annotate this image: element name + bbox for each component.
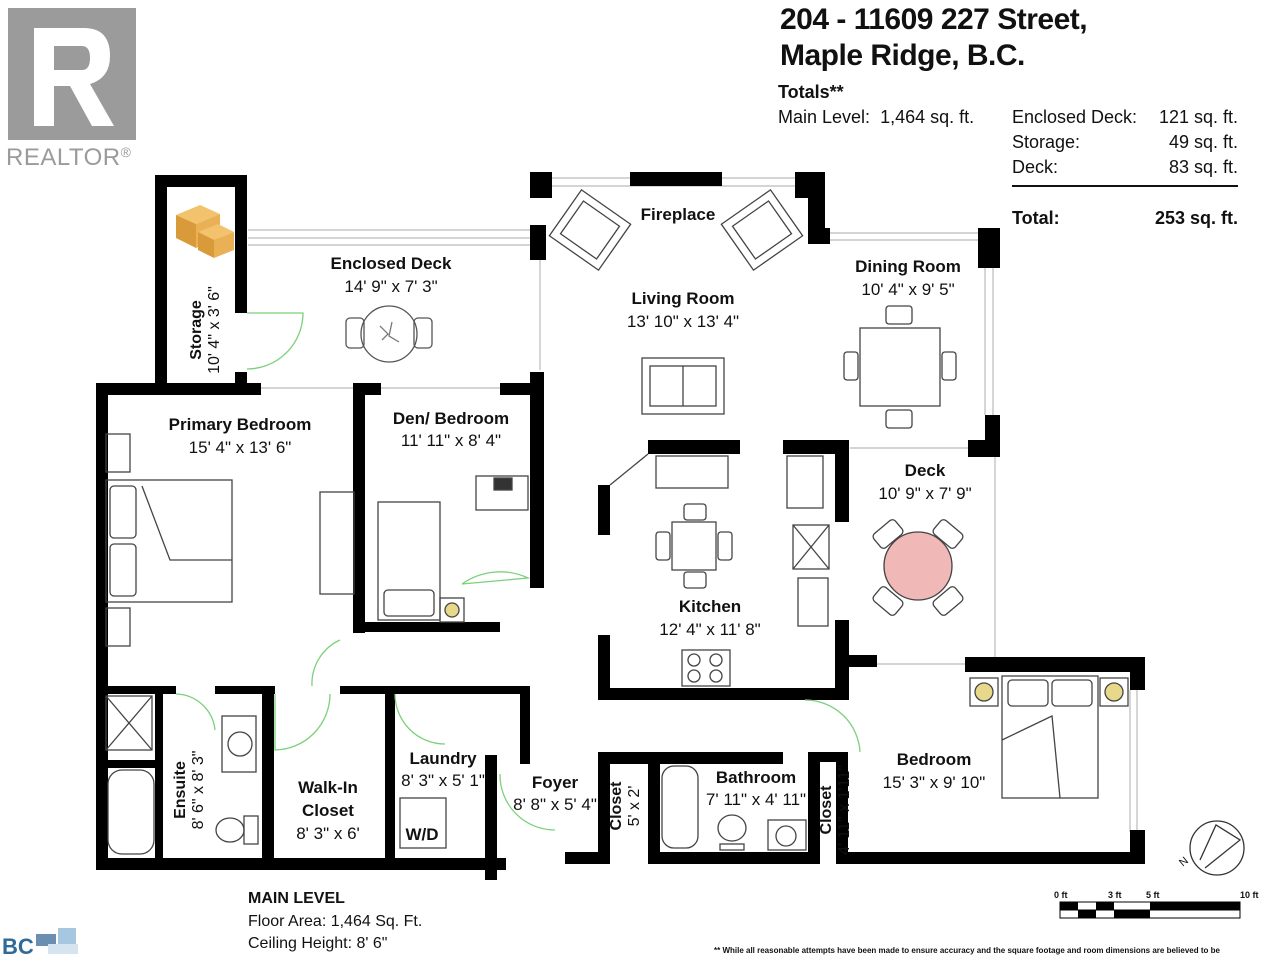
compass-icon	[1189, 820, 1245, 876]
room-bathroom-dim: 7' 11" x 4' 11"	[705, 790, 807, 809]
room-enclosed-deck-name: Enclosed Deck	[330, 254, 452, 273]
washer-dryer-icon	[399, 797, 447, 849]
address-line-1: 204 - 11609 227 Street,	[780, 3, 1088, 36]
realtor-logo-text: REALTOR	[6, 144, 121, 171]
scale-bar	[1059, 901, 1241, 919]
room-foyer-name: Foyer	[531, 773, 579, 792]
room-dining-name: Dining Room	[855, 257, 961, 276]
deck-table-icon	[345, 305, 433, 363]
walls	[96, 172, 1145, 880]
bathroom-fixtures-icon	[661, 765, 807, 851]
bed-icon	[105, 433, 355, 647]
room-living-name: Living Room	[631, 289, 735, 308]
scale-label-10: 10 ft	[1240, 890, 1259, 900]
bedroom-bed-icon	[969, 675, 1129, 799]
room-kitchen-dim: 12' 4" x 11' 8"	[659, 620, 761, 639]
room-walkin-name: Walk-In	[298, 778, 358, 797]
scale-label-5: 5 ft	[1146, 890, 1160, 900]
footer-ceiling-height: Ceiling Height: 8' 6"	[248, 935, 388, 952]
room-laundry-dim: 8' 3" x 5' 1"	[401, 771, 485, 790]
disclaimer: ** While all reasonable attempts have be…	[714, 946, 1220, 955]
scale-label-3: 3 ft	[1108, 890, 1122, 900]
main-level-label: Main Level:	[778, 107, 871, 127]
room-foyer-dim: 8' 8" x 5' 4"	[513, 795, 597, 814]
room-den-dim: 11' 11" x 8' 4"	[400, 431, 502, 450]
ensuite-fixtures-icon	[105, 695, 259, 855]
room-den-name: Den/ Bedroom	[392, 409, 510, 428]
room-kitchen-name: Kitchen	[678, 597, 742, 616]
room-bathroom-name: Bathroom	[715, 768, 797, 787]
area-row-enclosed-deck: Enclosed Deck:121 sq. ft.	[1012, 107, 1238, 127]
room-deck-name: Deck	[904, 461, 946, 480]
address-block: 204 - 11609 227 Street, Maple Ridge, B.C…	[780, 2, 1088, 74]
main-level-total: Main Level: 1,464 sq. ft.	[778, 107, 974, 128]
scale-label-0: 0 ft	[1054, 890, 1068, 900]
room-storage: Storage 10' 4" x 3' 6"	[188, 286, 223, 374]
patio-table-icon	[872, 519, 964, 616]
storage-boxes-icon	[176, 205, 234, 258]
washer-dryer-label: W/D	[405, 825, 439, 844]
room-bedroom-name: Bedroom	[896, 750, 972, 769]
area-row-total: Total:253 sq. ft.	[1012, 208, 1238, 228]
room-ensuite: Ensuite 8' 6" x 8' 3"	[172, 750, 207, 830]
footer-title: MAIN LEVEL	[248, 890, 345, 907]
window-lines	[248, 177, 1138, 832]
sofa-icon	[641, 357, 725, 415]
doors	[175, 312, 861, 831]
totals-divider	[1012, 185, 1238, 187]
kitchen-table-icon	[609, 453, 830, 687]
bc-logo-icon	[36, 928, 78, 954]
room-laundry-name: Laundry	[409, 749, 477, 768]
room-closet-foyer: Closet 5' x 2'	[608, 781, 643, 831]
footer-floor-area: Floor Area: 1,464 Sq. Ft.	[248, 913, 423, 930]
registered-mark: ®	[120, 144, 132, 160]
room-dining-dim: 10' 4" x 9' 5"	[861, 280, 955, 299]
fireplace-label: Fireplace	[640, 205, 716, 224]
den-bed-icon	[377, 475, 529, 623]
dining-table-icon	[843, 305, 957, 429]
room-walkin-name-2: Closet	[302, 801, 354, 820]
main-level-value: 1,464 sq. ft.	[880, 107, 975, 127]
room-primary-bedroom-dim: 15' 4" x 13' 6"	[188, 438, 292, 457]
room-enclosed-deck-dim: 14' 9" x 7' 3"	[344, 277, 438, 296]
room-living-dim: 13' 10" x 13' 4"	[626, 312, 740, 331]
room-primary-bedroom-name: Primary Bedroom	[168, 415, 312, 434]
realtor-r-icon	[8, 8, 136, 140]
area-row-deck: Deck:83 sq. ft.	[1012, 157, 1238, 177]
area-row-storage: Storage:49 sq. ft.	[1012, 132, 1238, 152]
armchair-icons	[548, 188, 804, 272]
room-closet-bath: Closet 4' 11" x 1'11"	[818, 765, 853, 855]
room-deck-dim: 10' 9" x 7' 9"	[878, 484, 972, 503]
address-line-2: Maple Ridge, B.C.	[780, 39, 1025, 72]
bc-logo-text: BC	[2, 934, 34, 959]
room-walkin-dim: 8' 3" x 6'	[296, 824, 360, 843]
realtor-logo: REALTOR®	[6, 6, 138, 176]
totals-title: Totals**	[778, 82, 844, 102]
room-bedroom-dim: 15' 3" x 9' 10"	[882, 773, 986, 792]
